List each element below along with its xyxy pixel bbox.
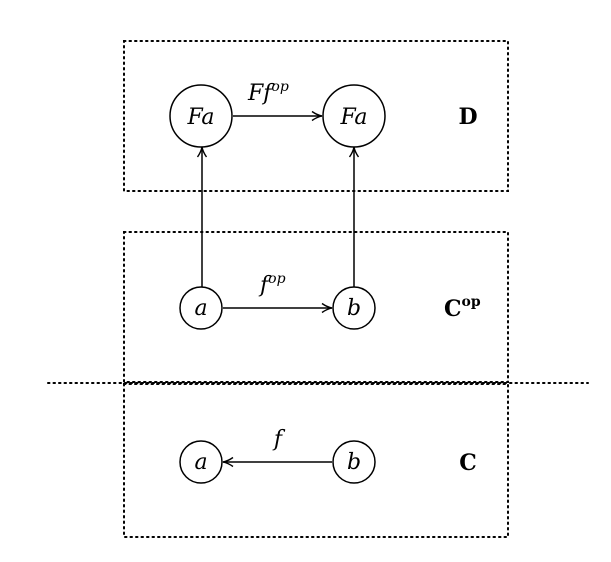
arrow-label-f: f [272,427,286,452]
arrow-label-fop-sup: op [268,271,285,287]
node-cop-left-label: a [194,296,207,321]
node-cop-right-label: b [347,296,361,321]
node-d-left [169,84,233,148]
node-c-left-label: a [194,450,207,475]
node-d-right [322,84,386,148]
arrow-label-ffop: Ffop [247,79,289,106]
arrow-label-ffop-main: Ff [247,81,275,106]
node-d-left-label: Fa [187,105,215,130]
category-label-cop-main: C [444,296,462,322]
node-c-right-label: b [347,450,361,475]
node-cop-right [332,286,376,330]
node-c-left [179,440,223,484]
arrow-label-ffop-sup: op [271,79,288,95]
category-label-c: C [459,450,477,476]
category-label-d: D [458,104,477,130]
category-box-d [123,40,509,192]
category-box-cop [123,231,509,383]
node-c-right [332,440,376,484]
category-label-cop-sup: op [462,294,481,310]
node-d-right-label: Fa [340,105,368,130]
category-box-c [123,383,509,538]
arrow-label-fop: fop [258,271,286,298]
category-label-cop: Cop [444,294,481,322]
node-cop-left [179,286,223,330]
